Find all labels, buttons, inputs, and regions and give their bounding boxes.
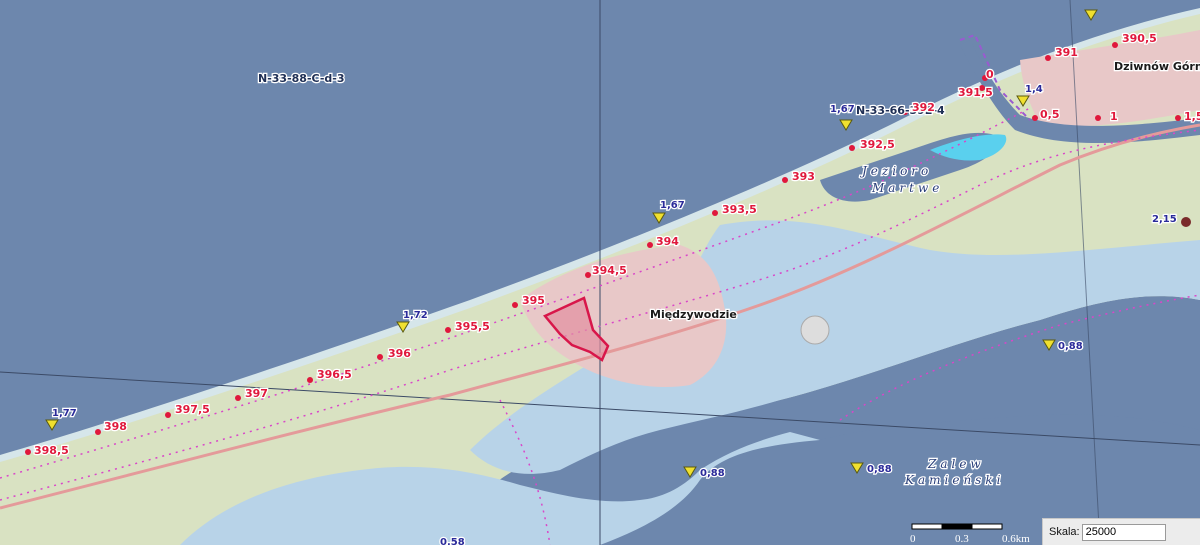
km-marker-label: 396 [388,347,411,360]
beach-strip [0,8,1200,478]
scalebar-tick: 0.3 [955,533,969,545]
depth-label: 1,67 [660,200,685,211]
scale-input[interactable] [1081,523,1166,541]
urban-area [520,245,727,388]
km-marker-label: 1 [1110,110,1118,123]
measurement-point [1181,217,1191,227]
grid-line [1069,0,1101,545]
town-label: Dziwnów Górny [1114,60,1200,73]
depth-label: 0,88 [1058,341,1083,352]
scalebar-tick: 0 [910,533,916,545]
boundary-line [839,294,1200,421]
town-label: Międzywodzie [650,308,737,321]
scalebar-tick: 0.6km [1002,533,1030,545]
wetland-area [470,220,1200,474]
main-road [0,123,1200,510]
scale-control: Skala: [1042,518,1200,545]
km-marker-label: 390,5 [1122,32,1157,45]
km-marker-label: 391 [1055,46,1078,59]
grid-line [0,371,1200,446]
km-marker-label: 1,5 [1184,110,1200,123]
selected-plot[interactable] [542,296,610,362]
km-marker-label: 392 [912,101,935,114]
lake-label: Jezioro [859,164,932,178]
island [800,315,830,345]
km-marker-label: 393 [792,170,815,183]
depth-label: 0,88 [867,464,892,475]
urban-area-dziwnow [1020,30,1200,127]
river-dziwna [960,40,1200,144]
km-marker-label: 392,5 [860,138,895,151]
km-marker-label: 398 [104,420,127,433]
sheet-label: N-33-88-C-d-3 [258,72,345,85]
depth-triangles [45,9,1098,478]
lagoon-label: Kamieński [904,473,1004,487]
boundary-line [959,33,1031,121]
depth-label: 1,72 [403,310,428,321]
km-marker-label: 394 [656,235,679,248]
boundary-line [0,107,1031,479]
km-marker-label: 396,5 [317,368,352,381]
km-marker-label: 0,5 [1040,108,1060,121]
lake-label: Martwe [871,181,943,195]
boundary-line [499,399,551,545]
depth-label: 1,77 [52,408,77,419]
km-marker-label: 0 [986,68,994,81]
lagoon-zalew-kamienski [600,414,1200,545]
km-marker-label: 397 [245,387,268,400]
depth-label: 0,58 [440,537,465,545]
depth-label: 1,4 [1025,84,1043,95]
depth-label: 0,88 [700,468,725,479]
km-marker-dots [25,42,1181,455]
km-marker-label: 398,5 [34,444,69,457]
km-marker-label: 393,5 [722,203,757,216]
depth-label: 1,67 [830,104,855,115]
km-marker-label: 395,5 [455,320,490,333]
km-marker-label: 394,5 [592,264,627,277]
km-marker-label: 397,5 [175,403,210,416]
lagoon-label: Zalew [927,457,985,471]
sheet-label: N-33-66-392-4 [856,104,945,117]
km-marker-label: 395 [522,294,545,307]
depth-label: 2,15 [1152,214,1177,225]
km-marker-label: 391,5 [958,86,993,99]
scale-label: Skala: [1049,526,1080,538]
scalebar: 0 0.3 0.6km [910,523,1030,545]
lake-shallow [930,134,1007,161]
